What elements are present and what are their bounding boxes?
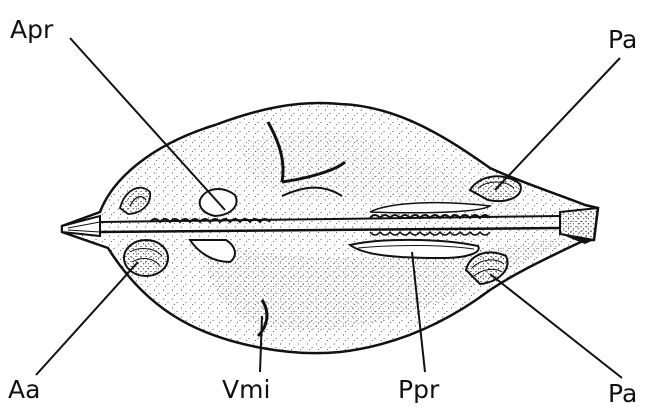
- label-aa: Aa: [8, 375, 40, 404]
- posterior-beak: [560, 208, 598, 240]
- label-apr: Apr: [10, 15, 54, 44]
- label-pa-bottom: Pa: [608, 379, 637, 407]
- leader-aa: [36, 262, 138, 375]
- label-ppr: Ppr: [398, 375, 440, 404]
- label-pa-top: Pa: [608, 25, 637, 54]
- leader-pa-bottom: [490, 274, 622, 378]
- label-vmi: Vmi: [222, 375, 270, 404]
- leader-pa-top: [495, 58, 620, 190]
